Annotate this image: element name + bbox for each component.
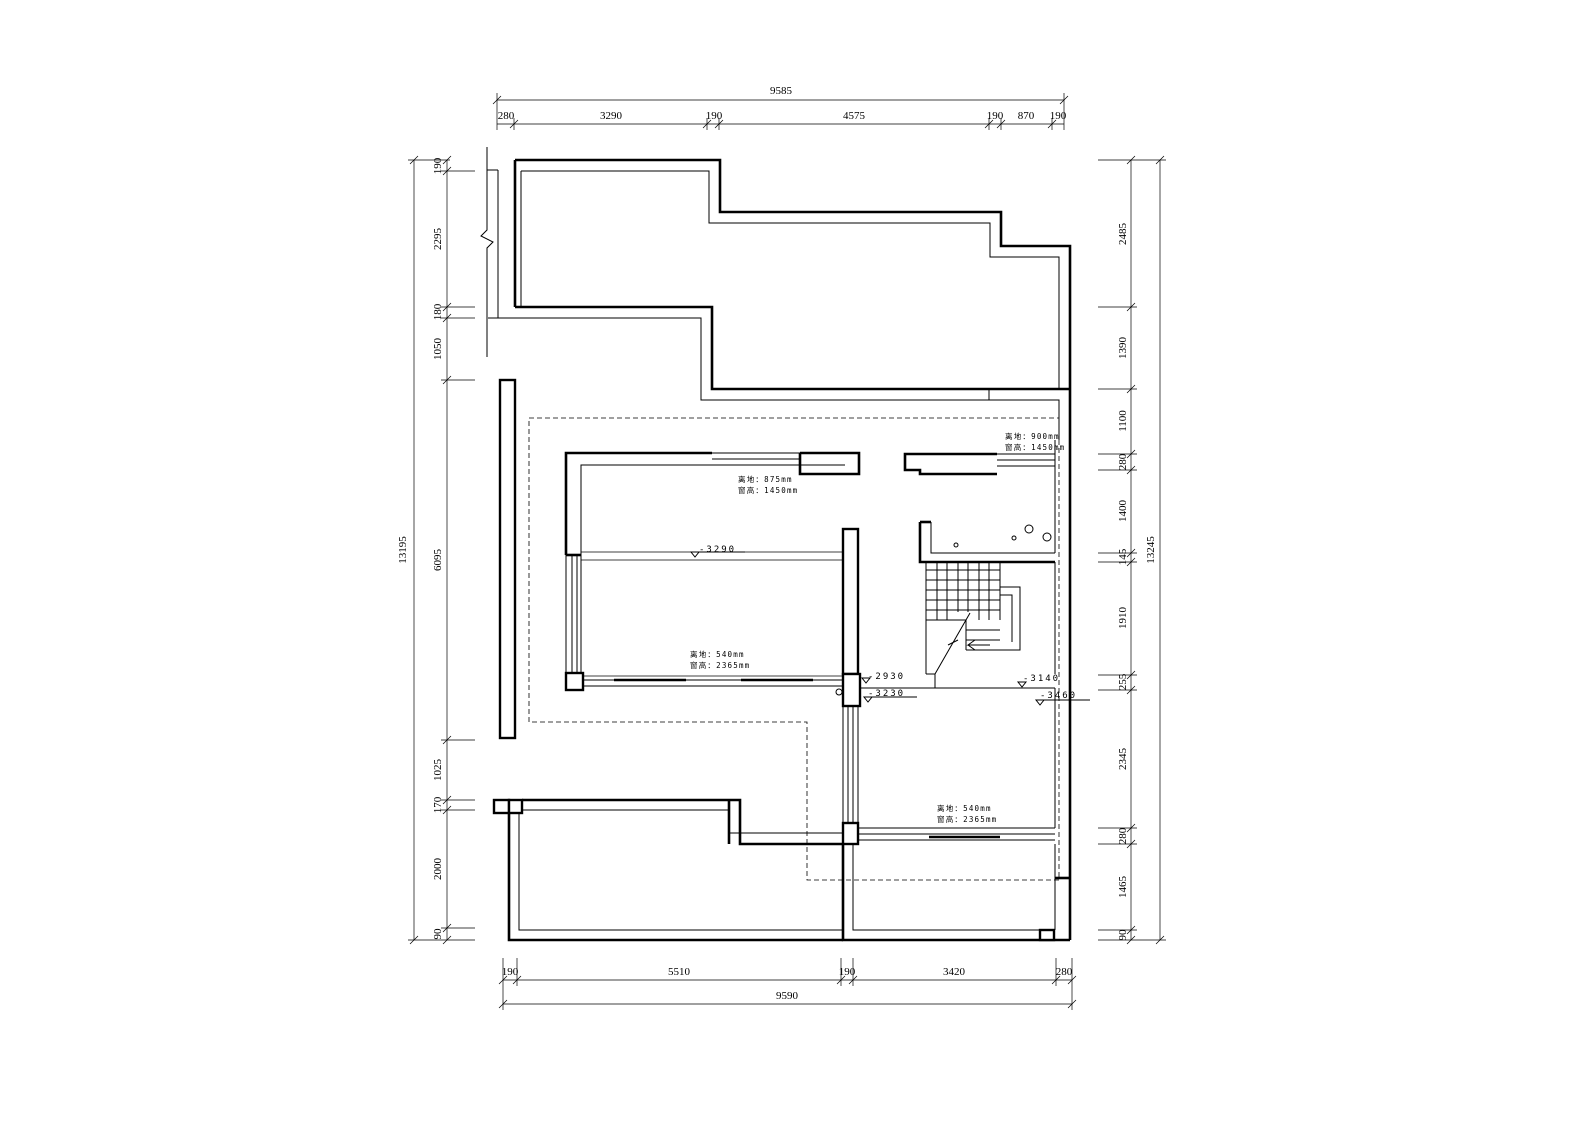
top-seg-7: 190 bbox=[1050, 110, 1067, 122]
win-top-right-height: 窗高：1450mm bbox=[1005, 442, 1065, 452]
stair-arrow bbox=[966, 639, 990, 651]
upper-outline-walls bbox=[480, 147, 1072, 940]
left-seg-8: 2000 bbox=[432, 858, 444, 881]
level-marker-3: -3230 bbox=[862, 689, 917, 703]
window-annotations: 离地：900mm 窗高：1450mm 离地：875mm 窗高：1450mm 离地… bbox=[690, 431, 1065, 824]
svg-text:-2930: -2930 bbox=[868, 672, 905, 682]
left-seg-6: 1025 bbox=[432, 759, 444, 782]
win-bottom-sill: 离地：540mm bbox=[937, 803, 992, 813]
right-seg-6: 145 bbox=[1117, 548, 1129, 565]
top-seg-2: 3290 bbox=[600, 110, 623, 122]
main-room-walls bbox=[564, 451, 862, 708]
bottom-left-room bbox=[492, 798, 843, 942]
fixture-circle bbox=[1024, 524, 1034, 534]
left-seg-1: 190 bbox=[432, 157, 444, 174]
top-seg-1: 280 bbox=[498, 110, 515, 122]
window-left-room bbox=[565, 555, 582, 673]
sliding-door-mid bbox=[583, 675, 843, 687]
right-seg-3: 1100 bbox=[1117, 410, 1129, 432]
top-segment-ticks bbox=[509, 118, 1057, 130]
left-freestanding-wall bbox=[498, 378, 517, 740]
break-line bbox=[480, 147, 515, 357]
sliding-door-lower bbox=[858, 827, 1055, 841]
right-seg-10: 280 bbox=[1117, 827, 1129, 844]
win-mid-height: 窗高：2365mm bbox=[690, 660, 750, 670]
left-ticks bbox=[441, 155, 475, 945]
bottom-seg-4: 3420 bbox=[943, 966, 966, 978]
upper-right-room bbox=[903, 440, 1056, 564]
right-total-dim: 13245 bbox=[1145, 536, 1157, 564]
top-total-dim: 9585 bbox=[770, 85, 793, 97]
right-seg-11: 1465 bbox=[1117, 876, 1129, 899]
stair-treads bbox=[926, 562, 1001, 651]
corner-column-nw2 bbox=[507, 798, 524, 815]
bottom-seg-2: 5510 bbox=[668, 966, 691, 978]
staircase bbox=[925, 562, 1056, 689]
overhead-dashed-outline bbox=[528, 417, 1060, 881]
level-marker-5: -3460 bbox=[1034, 691, 1090, 706]
left-seg-7: 170 bbox=[432, 796, 444, 813]
svg-text:-3290: -3290 bbox=[699, 545, 736, 555]
win-top-mid-sill: 离地：875mm bbox=[738, 474, 793, 484]
window-lower-left bbox=[842, 706, 859, 823]
corner-column-nw bbox=[492, 798, 511, 815]
svg-text:-3230: -3230 bbox=[868, 689, 905, 699]
fixture-circle bbox=[953, 542, 959, 548]
right-seg-1: 2485 bbox=[1117, 223, 1129, 246]
left-seg-5: 6095 bbox=[432, 549, 444, 572]
level-marker-2: -2930 bbox=[860, 672, 905, 684]
right-seg-8: 255 bbox=[1117, 673, 1129, 690]
right-seg-12: 90 bbox=[1117, 929, 1129, 941]
level-marker-1: -3290 bbox=[689, 545, 745, 558]
bottom-seg-5: 280 bbox=[1056, 966, 1073, 978]
win-bottom-height: 窗高：2365mm bbox=[937, 814, 997, 824]
corner-column-se bbox=[1038, 928, 1056, 942]
svg-text:-3140: -3140 bbox=[1023, 674, 1060, 684]
left-dimension-chain: 13195 190 2295 180 1050 6095 1025 bbox=[397, 155, 475, 945]
win-top-right-sill: 离地：900mm bbox=[1005, 431, 1060, 441]
right-seg-5: 1400 bbox=[1117, 500, 1129, 523]
svg-text:-3460: -3460 bbox=[1040, 691, 1077, 701]
win-top-mid-height: 窗高：1450mm bbox=[738, 485, 798, 495]
window-top-mid bbox=[712, 452, 800, 466]
fixture-circle bbox=[1011, 535, 1017, 541]
win-mid-sill: 离地：540mm bbox=[690, 649, 745, 659]
right-seg-9: 2345 bbox=[1117, 748, 1129, 771]
top-seg-6: 870 bbox=[1018, 110, 1035, 122]
left-seg-3: 180 bbox=[432, 303, 444, 320]
left-seg-9: 90 bbox=[432, 928, 444, 940]
room-corner-column-sw bbox=[564, 671, 585, 692]
left-seg-4: 1050 bbox=[432, 338, 444, 361]
top-seg-4: 4575 bbox=[843, 110, 866, 122]
marker-circle bbox=[835, 688, 843, 696]
bottom-seg-1: 190 bbox=[502, 966, 519, 978]
fixture-circle bbox=[1042, 532, 1052, 542]
lower-right-room bbox=[841, 687, 1070, 942]
right-seg-4: 280 bbox=[1117, 453, 1129, 470]
bottom-total-dim: 9590 bbox=[776, 990, 799, 1002]
right-ticks bbox=[1098, 155, 1166, 945]
level-markers: -3290 -2930 -3230 -3140 -3460 bbox=[689, 545, 1090, 706]
level-marker-4: -3140 bbox=[1016, 674, 1060, 688]
top-seg-3: 190 bbox=[706, 110, 723, 122]
central-column bbox=[841, 672, 862, 708]
top-seg-5: 190 bbox=[987, 110, 1004, 122]
bottom-seg-3: 190 bbox=[839, 966, 856, 978]
right-dimension-chain: 2485 1390 1100 280 1400 145 1910 255 234… bbox=[1098, 155, 1166, 945]
central-column-wall bbox=[841, 527, 860, 676]
left-total-dim: 13195 bbox=[397, 536, 409, 564]
bottom-dimension-chain: 190 5510 190 3420 280 9590 bbox=[498, 958, 1077, 1010]
top-dimension-chain: 9585 280 3290 190 4575 190 870 190 bbox=[492, 85, 1069, 130]
left-seg-2: 2295 bbox=[432, 228, 444, 251]
right-seg-7: 1910 bbox=[1117, 607, 1129, 630]
right-seg-2: 1390 bbox=[1117, 337, 1129, 360]
lower-column bbox=[841, 821, 860, 846]
window-top-right bbox=[997, 453, 1055, 467]
